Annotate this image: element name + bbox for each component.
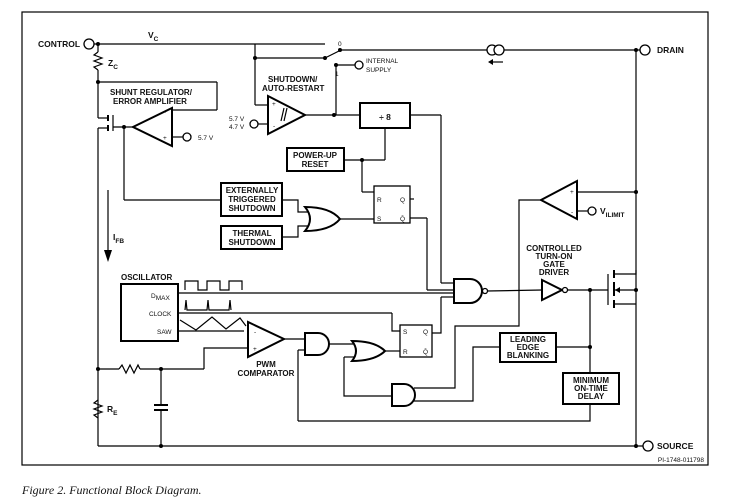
source-pin-terminal: [642, 440, 654, 452]
power-up-reset-block: [286, 147, 345, 172]
svg-text:SHUTDOWN: SHUTDOWN: [228, 238, 275, 247]
re-resistor: [92, 399, 104, 419]
svg-text:Q: Q: [423, 329, 428, 336]
and-gate-blanking: [391, 383, 416, 407]
zc-label: ZC: [108, 58, 118, 71]
svg-text:EDGE: EDGE: [517, 343, 540, 352]
supply-switch: [324, 50, 340, 59]
diagram-frame: [21, 11, 709, 466]
figure-caption: Figure 2. Functional Block Diagram.: [21, 483, 202, 497]
svg-text:-: -: [571, 209, 573, 216]
drain-pin-terminal: [639, 44, 651, 56]
svg-text:PWM: PWM: [256, 360, 276, 369]
svg-text:1: 1: [335, 71, 339, 78]
svg-text:DMAX: DMAX: [151, 293, 170, 302]
svg-text:BLANKING: BLANKING: [507, 351, 549, 360]
latch-2: [399, 324, 433, 358]
svg-text:DELAY: DELAY: [578, 392, 605, 401]
oscillator-label: OSCILLATOR: [121, 273, 172, 282]
minimum-on-time-block: [562, 372, 620, 405]
svg-text:Q̄: Q̄: [423, 348, 428, 356]
or-gate-shutdown: [302, 205, 342, 233]
svg-text:+: +: [272, 101, 276, 108]
vilimit-label: VILIMIT: [600, 206, 624, 219]
shunt-regulator-label-1: SHUNT REGULATOR/: [110, 88, 193, 97]
clock-waveform-icon: [184, 299, 232, 311]
pwm-comparator: [247, 320, 287, 359]
part-number: PI-1748-011798: [658, 457, 705, 464]
re-label: RE: [107, 404, 118, 417]
svg-text:SHUTDOWN: SHUTDOWN: [228, 204, 275, 213]
latch-1: [373, 185, 411, 224]
svg-text:-: -: [254, 329, 256, 336]
shutdown-label-1: SHUTDOWN/: [268, 75, 318, 84]
drain-pin-label: DRAIN: [657, 45, 684, 55]
svg-text:EXTERNALLY: EXTERNALLY: [226, 186, 279, 195]
svg-text:THERMAL: THERMAL: [232, 229, 271, 238]
vilimit-terminal: [587, 206, 597, 216]
internal-supply-terminal: [354, 60, 364, 70]
zc-resistor: [92, 51, 104, 71]
oscillator-block: [120, 283, 179, 342]
svg-text:MINIMUM: MINIMUM: [573, 376, 609, 385]
svg-text:TRIGGERED: TRIGGERED: [228, 195, 276, 204]
svg-text:COMPARATOR: COMPARATOR: [238, 369, 295, 378]
and-gate-pwm: [304, 332, 330, 356]
shunt-ref-label: 5.7 V: [198, 135, 214, 142]
or-gate-reset: [349, 339, 387, 363]
svg-text:Q: Q: [400, 197, 405, 204]
svg-text:Q̄: Q̄: [400, 215, 405, 223]
filter-resistor: [118, 363, 141, 375]
source-pin-label: SOURCE: [657, 441, 694, 451]
ifb-arrow-icon: [104, 250, 112, 262]
arrow-left-icon: [488, 59, 493, 65]
shutdown-label-2: AUTO-RESTART: [262, 84, 324, 93]
error-amplifier: [130, 106, 173, 148]
control-pin-label: CONTROL: [38, 39, 80, 49]
svg-text:TURN-ON: TURN-ON: [536, 252, 573, 261]
svg-text:5.7 V: 5.7 V: [229, 116, 245, 123]
svg-text:SAW: SAW: [157, 329, 172, 336]
svg-text:GATE: GATE: [543, 260, 565, 269]
svg-text:4.7 V: 4.7 V: [229, 124, 245, 131]
svg-text:LEADING: LEADING: [510, 335, 546, 344]
svg-text:CLOCK: CLOCK: [149, 311, 172, 318]
shunt-ref-terminal: [182, 132, 192, 142]
control-pin-terminal: [83, 38, 95, 50]
svg-text:÷ 8: ÷ 8: [379, 112, 391, 122]
svg-text:S: S: [377, 216, 382, 223]
svg-text:S: S: [403, 329, 408, 336]
gate-driver-buffer: [541, 278, 565, 302]
svg-text:+: +: [253, 346, 257, 353]
leading-edge-blanking-block: [499, 332, 557, 363]
svg-text:-: -: [164, 109, 166, 116]
saw-waveform-icon: [179, 316, 247, 331]
dmax-waveform-icon: [184, 280, 243, 291]
svg-text:-: -: [273, 123, 275, 130]
svg-text:RESET: RESET: [302, 160, 329, 169]
svg-text:INTERNAL: INTERNAL: [366, 58, 399, 65]
svg-text:DRIVER: DRIVER: [539, 268, 569, 277]
svg-text:R: R: [377, 197, 382, 204]
svg-text:+: +: [163, 135, 167, 142]
hysteresis-icon: [280, 107, 288, 122]
svg-text:POWER-UP: POWER-UP: [293, 151, 338, 160]
vc-label: VC: [148, 30, 159, 43]
ifb-label: IFB: [113, 232, 124, 245]
shunt-regulator-label-2: ERROR AMPLIFIER: [113, 97, 187, 106]
svg-text:R: R: [403, 349, 408, 356]
shutdown-comparator: [267, 94, 308, 136]
current-limit-comparator: [538, 179, 578, 221]
svg-text:SUPPLY: SUPPLY: [366, 67, 392, 74]
svg-text:ON-TIME: ON-TIME: [574, 384, 608, 393]
svg-text:CONTROLLED: CONTROLLED: [526, 244, 582, 253]
nand-gate: [453, 278, 483, 304]
svg-text:0: 0: [338, 41, 342, 48]
svg-text:+: +: [570, 189, 574, 196]
